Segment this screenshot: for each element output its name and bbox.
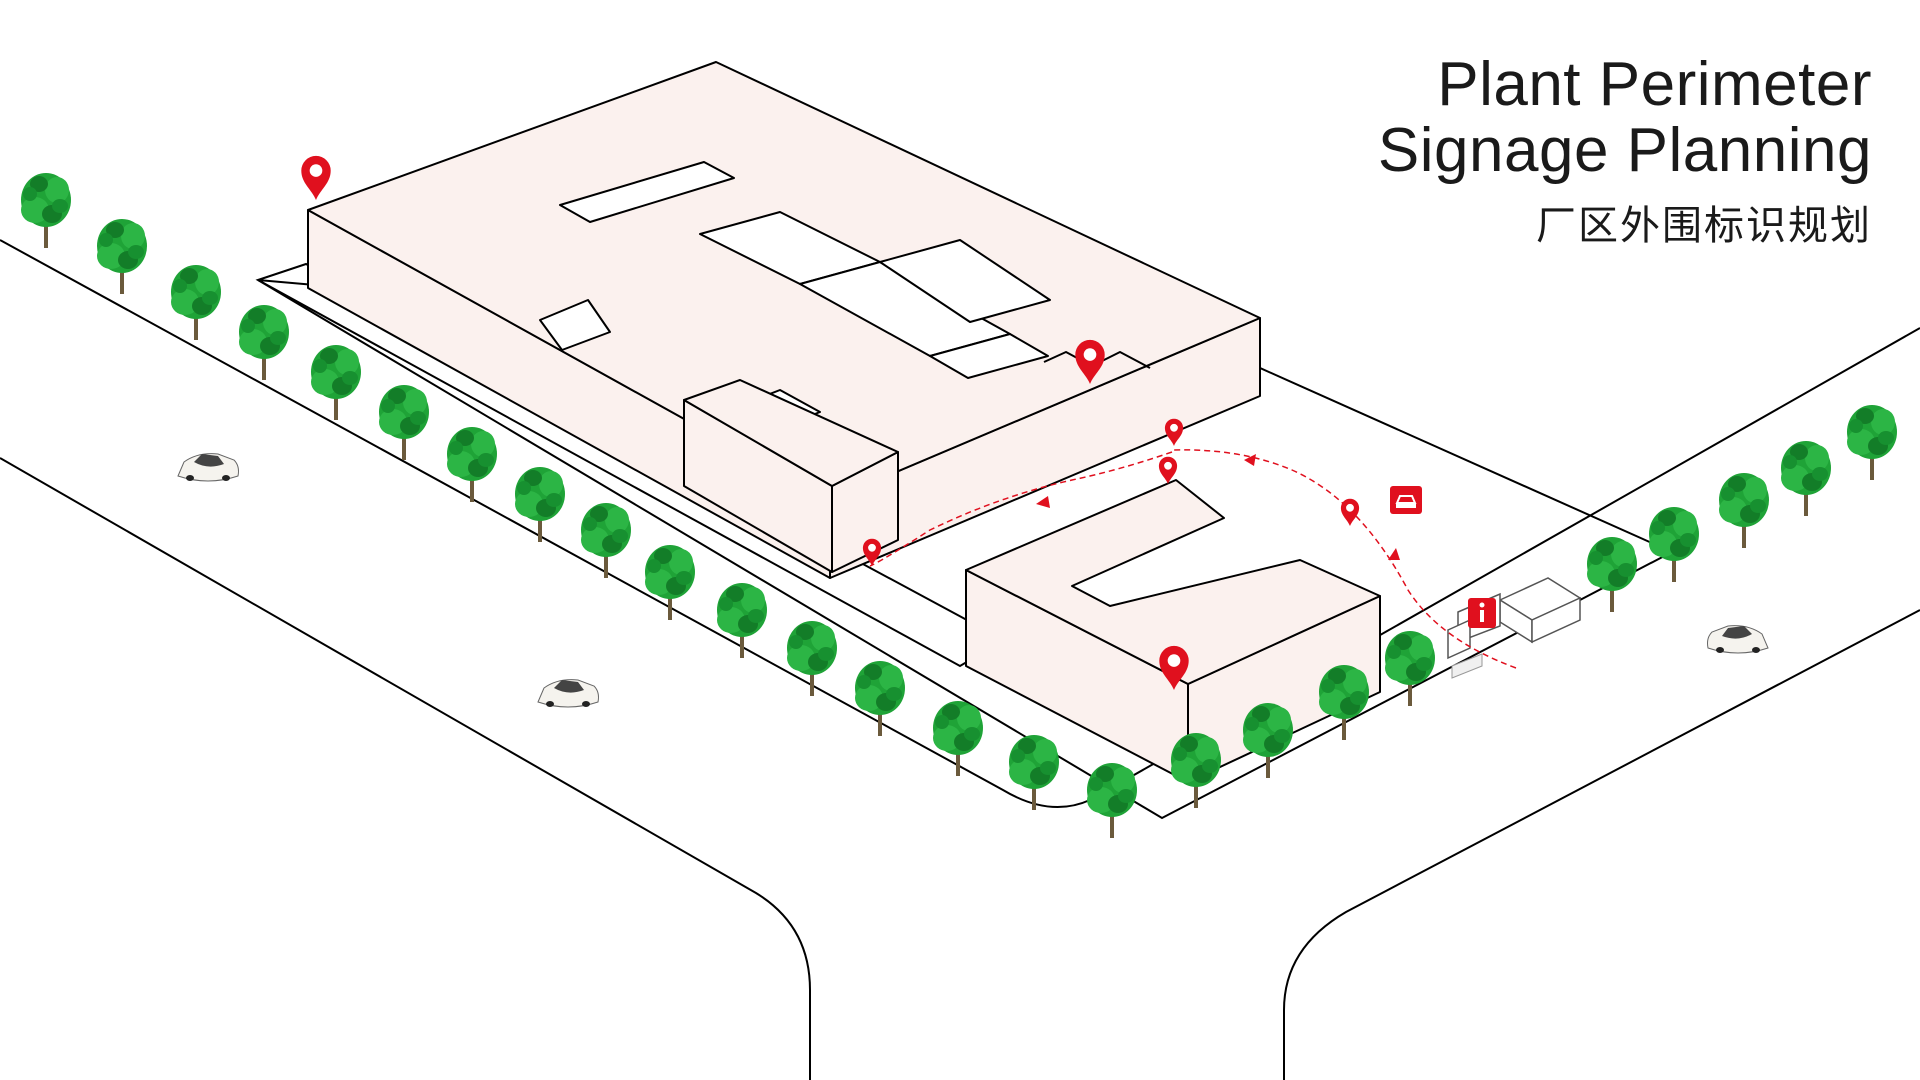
route-lines <box>869 449 1517 669</box>
car <box>177 453 239 482</box>
title-line-1: Plant Perimeter <box>1437 50 1872 119</box>
gate-barrier <box>1451 653 1483 679</box>
title-line-2: Signage Planning <box>1377 116 1872 185</box>
car-sign-icon <box>1390 486 1422 514</box>
annex-roof <box>683 379 899 487</box>
office-building <box>965 479 1381 783</box>
car <box>1707 625 1769 654</box>
map-pin-icon <box>301 155 331 200</box>
car <box>537 679 599 708</box>
title-chinese: 厂区外围标识规划 <box>1536 203 1872 249</box>
info-sign-icon <box>1468 598 1496 628</box>
main-building <box>307 61 1261 579</box>
title-block: Plant Perimeter Signage Planning 厂区外围标识规… <box>1378 52 1872 254</box>
main-building-roof <box>307 61 1261 501</box>
map-pin-icon <box>1164 418 1184 446</box>
route-arrows <box>1036 454 1400 560</box>
office-building-roof <box>965 479 1381 685</box>
map-pin-icon <box>1340 498 1360 526</box>
road-left-lower-edge <box>0 457 811 1080</box>
road-right-lower-edge <box>1283 609 1920 1080</box>
